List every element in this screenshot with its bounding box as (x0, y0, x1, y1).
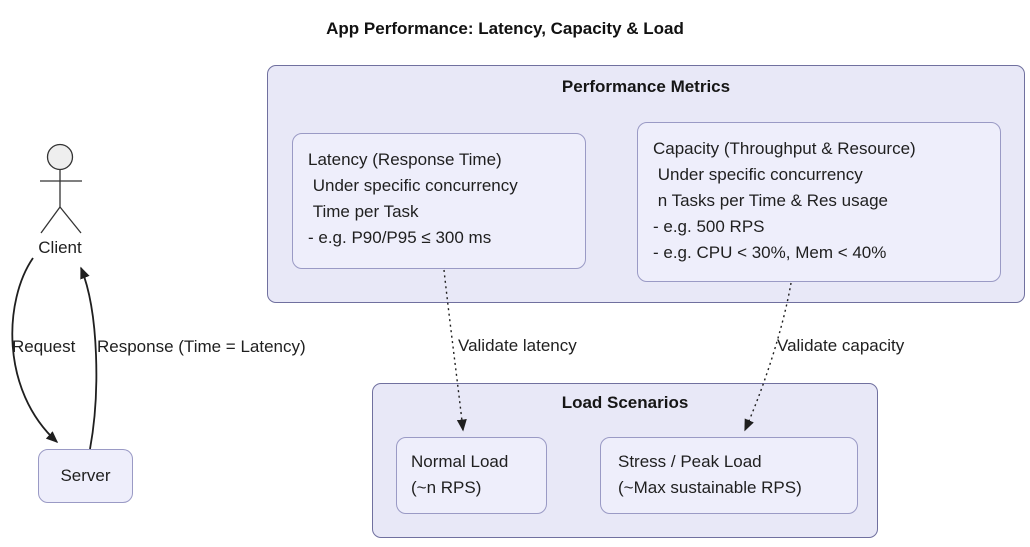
capacity-line: - e.g. 500 RPS (653, 217, 765, 236)
normal-load-line: (~n RPS) (411, 478, 482, 497)
server-node: Server (38, 449, 133, 503)
latency-node: Latency (Response Time) Under specific c… (292, 133, 586, 269)
server-label: Server (60, 466, 111, 485)
capacity-line: - e.g. CPU < 30%, Mem < 40% (653, 243, 887, 262)
normal-load-node: Normal Load (~n RPS) (396, 437, 547, 514)
capacity-line: n Tasks per Time & Res usage (653, 191, 888, 210)
performance-metrics-title: Performance Metrics (561, 77, 731, 96)
stress-peak-load-line: Stress / Peak Load (618, 452, 762, 471)
load-scenarios-title: Load Scenarios (561, 393, 689, 412)
capacity-line: Capacity (Throughput & Resource) (653, 139, 916, 158)
client-label: Client (38, 238, 82, 257)
normal-load-line: Normal Load (411, 452, 509, 471)
latency-line: Under specific concurrency (308, 176, 518, 195)
capacity-node: Capacity (Throughput & Resource) Under s… (637, 122, 1001, 282)
validate-capacity-edge-label: Validate capacity (777, 336, 905, 355)
latency-line: Latency (Response Time) (308, 150, 502, 169)
stress-peak-load-line: (~Max sustainable RPS) (618, 478, 802, 497)
response-arrow (80, 266, 98, 450)
request-edge-label: Request (12, 337, 76, 356)
response-edge-label: Response (Time = Latency) (97, 337, 306, 356)
stick-figure-icon (40, 143, 82, 234)
stress-peak-load-node: Stress / Peak Load (~Max sustainable RPS… (600, 437, 858, 514)
latency-line: Time per Task (308, 202, 419, 221)
latency-line: - e.g. P90/P95 ≤ 300 ms (308, 228, 492, 247)
capacity-line: Under specific concurrency (653, 165, 863, 184)
diagram-title: App Performance: Latency, Capacity & Loa… (326, 19, 684, 38)
validate-latency-edge-label: Validate latency (458, 336, 577, 355)
